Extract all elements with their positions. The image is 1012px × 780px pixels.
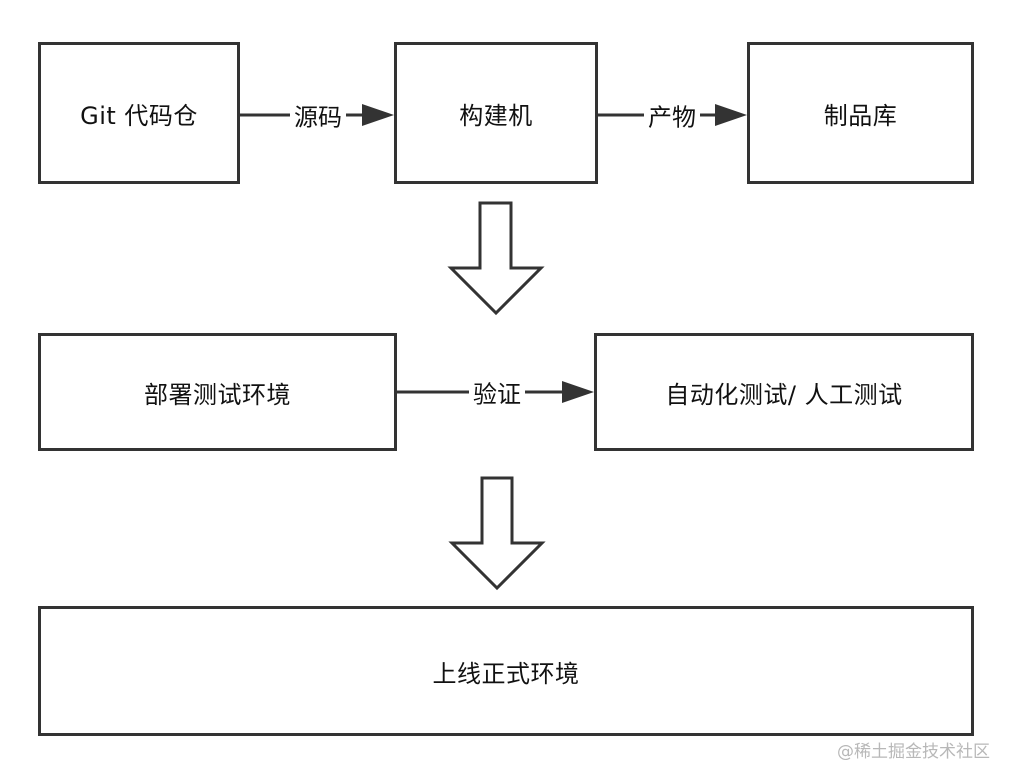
watermark: @稀土掘金技术社区 — [837, 742, 990, 762]
edge-label-artifact: 产物 — [644, 97, 700, 133]
node-deploy-test-env: 部署测试环境 — [38, 333, 397, 451]
node-testing-label: 自动化测试/ 人工测试 — [665, 380, 903, 409]
down-arrow-1 — [447, 201, 545, 316]
node-production: 上线正式环境 — [38, 606, 974, 736]
node-deploy-test-env-label: 部署测试环境 — [144, 380, 291, 409]
edge-label-source-code: 源码 — [290, 97, 346, 133]
node-git-repo-label: Git 代码仓 — [80, 101, 198, 130]
node-git-repo: Git 代码仓 — [38, 42, 240, 184]
node-artifact-repo-label: 制品库 — [823, 101, 898, 130]
node-artifact-repo: 制品库 — [747, 42, 974, 184]
node-testing: 自动化测试/ 人工测试 — [594, 333, 974, 451]
node-production-label: 上线正式环境 — [432, 659, 580, 688]
node-build-machine: 构建机 — [394, 42, 598, 184]
node-build-machine-label: 构建机 — [459, 101, 533, 130]
edge-label-verify: 验证 — [469, 374, 525, 410]
down-arrow-2 — [448, 476, 546, 591]
